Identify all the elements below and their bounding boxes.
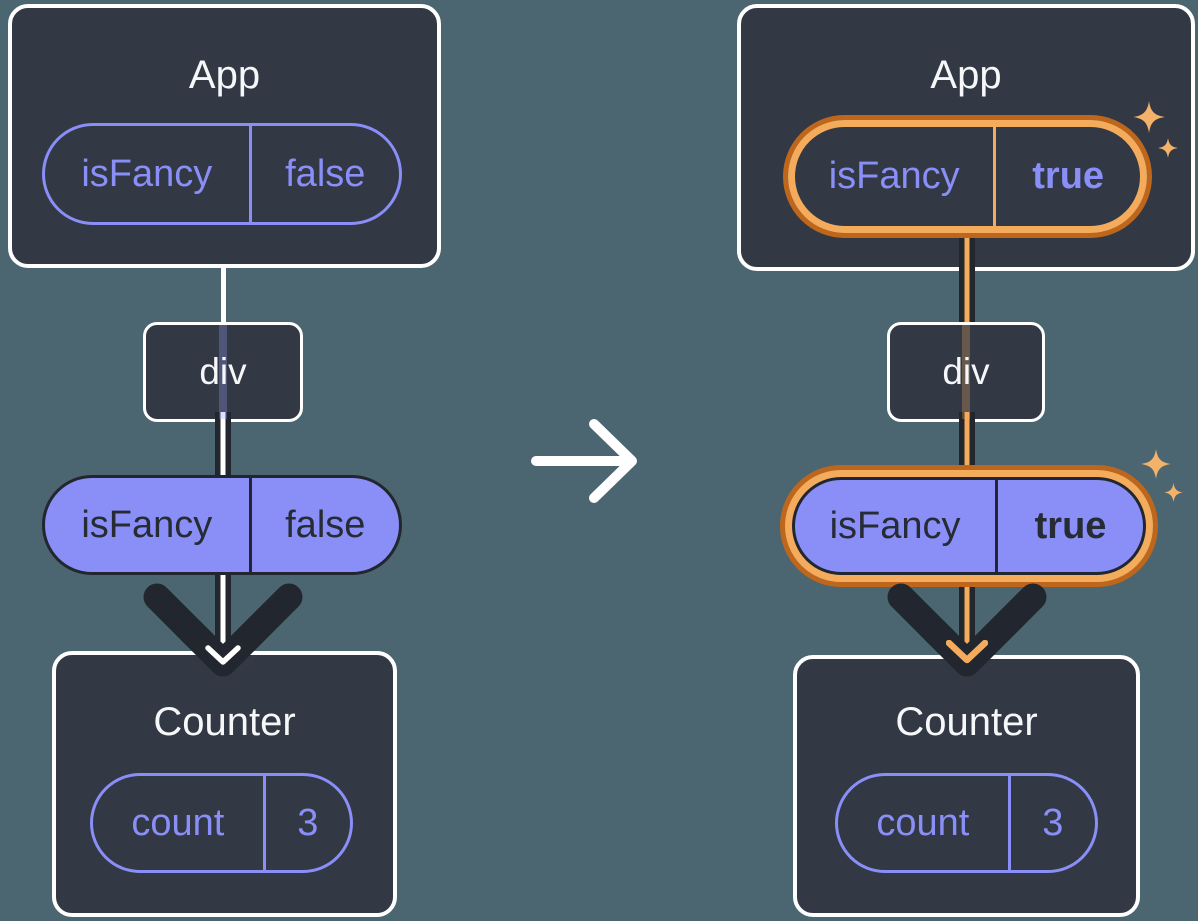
sparkle-icon	[1141, 449, 1171, 479]
highlight-ring: isFancy true	[788, 120, 1147, 233]
app-state-pill-highlighted: isFancy true	[783, 115, 1152, 238]
connector-app-to-div	[221, 264, 226, 326]
div-label: div	[942, 351, 990, 392]
state-value: 3	[262, 776, 350, 870]
counter-state-pill: count 3	[90, 773, 353, 873]
prop-pill-after-highlighted: isFancy true	[780, 465, 1158, 587]
prop-pill: isFancy true	[792, 477, 1146, 575]
state-key: count	[131, 801, 225, 844]
prop-value: true	[995, 480, 1143, 572]
state-key: count	[876, 801, 970, 844]
prop-value: false	[248, 478, 399, 572]
big-down-arrow-icon	[887, 583, 1047, 677]
sparkle-icon	[1158, 138, 1178, 158]
transition-right-arrow-icon	[531, 419, 637, 503]
div-node-before: div	[143, 322, 303, 422]
connector-core	[964, 238, 970, 327]
counter-card-after: Counter count 3	[793, 655, 1140, 917]
state-value: false	[248, 126, 399, 222]
app-title: App	[188, 53, 261, 97]
sparkle-icon	[1164, 483, 1183, 502]
app-state-pill: isFancy false	[42, 123, 402, 225]
counter-title: Counter	[153, 700, 296, 744]
state-value: 3	[1007, 776, 1095, 870]
connector-prop-to-counter	[215, 575, 231, 658]
highlight-ring: isFancy true	[785, 470, 1153, 582]
connector-div-to-prop	[959, 412, 975, 470]
state-key: isFancy	[81, 152, 213, 195]
sparkle-icon	[1133, 101, 1165, 133]
counter-state-pill: count 3	[835, 773, 1098, 873]
state-value: true	[993, 127, 1140, 226]
prop-pill-before: isFancy false	[42, 475, 402, 575]
div-node-after: div	[887, 322, 1045, 422]
prop-key: isFancy	[829, 504, 961, 547]
connector-core	[964, 587, 970, 662]
pass-through-stripe	[219, 325, 227, 419]
connector-app-to-div	[959, 238, 975, 327]
pass-through-stripe	[962, 325, 970, 419]
white-arrowhead-icon	[205, 645, 241, 665]
prop-key: isFancy	[81, 503, 213, 546]
counter-title: Counter	[895, 700, 1038, 744]
app-card-before: App isFancy false	[8, 4, 441, 268]
state-key: isFancy	[828, 155, 960, 197]
connector-core	[220, 575, 226, 658]
connector-core	[220, 412, 226, 480]
app-title: App	[930, 53, 1002, 97]
big-down-arrow-icon	[143, 583, 303, 677]
div-label: div	[199, 351, 247, 392]
connector-core	[964, 412, 970, 470]
orange-arrowhead-icon	[946, 640, 988, 664]
counter-card-before: Counter count 3	[52, 651, 397, 917]
connector-div-to-prop	[215, 412, 231, 480]
